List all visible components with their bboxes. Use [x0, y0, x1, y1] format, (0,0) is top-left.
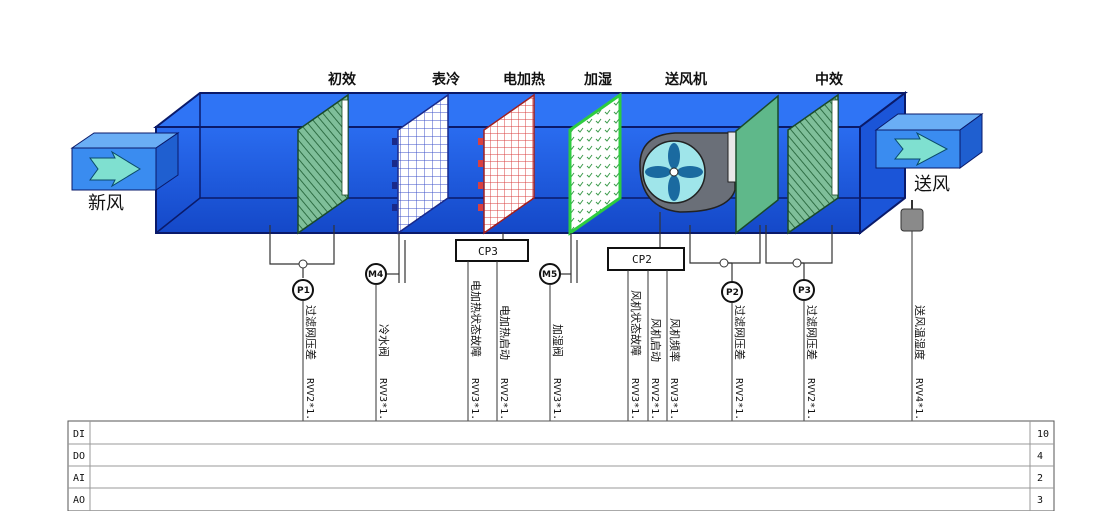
section-label-humidifier: 加湿 [583, 72, 612, 88]
io-row-type: DO [73, 451, 85, 462]
medium-filter [787, 93, 839, 235]
sensor-m5: M5 [539, 263, 561, 285]
signal-label: 过滤网压差 [304, 305, 318, 360]
sensor-m4: M4 [365, 263, 387, 285]
signal-cable: RVV2*1.0 [649, 378, 660, 426]
sensor-p1-label: P1 [297, 286, 310, 296]
signal-cable: RVV4*1.0 [913, 378, 924, 426]
supply-temp-humidity-sensor [900, 208, 924, 232]
sensor-m4-label: M4 [368, 270, 383, 280]
signal-label: 过滤网压差 [805, 305, 819, 360]
supply-air-arrow-icon [893, 131, 949, 167]
io-row-count: 3 [1037, 495, 1043, 506]
sensor-p3-label: P3 [798, 286, 811, 296]
sensor-p3: P3 [793, 279, 815, 301]
signal-label: 电加热状态故障 [469, 280, 483, 357]
signal-label: 过滤网压差 [733, 305, 747, 360]
fresh-air-arrow-icon [89, 150, 141, 188]
section-label-electric-heat: 电加热 [503, 71, 545, 88]
signal-label: 加湿阀 [551, 324, 565, 357]
controller-cp3: CP3 [455, 239, 529, 262]
humidifier [568, 92, 622, 236]
signal-cable: RVV2*1.0 [304, 378, 315, 426]
supply-fan [639, 131, 764, 213]
section-label-supply-fan: 送风机 [664, 71, 707, 88]
signal-cable: RVV2*1.0 [733, 378, 744, 426]
signal-label: 风机启动 [649, 318, 663, 362]
signal-label: 送风温湿度 [913, 305, 927, 360]
controller-cp3-label: CP3 [478, 245, 498, 258]
io-row-type: DI [73, 429, 85, 440]
signal-label: 风机状态故障 [629, 290, 643, 356]
sensor-p1: P1 [292, 279, 314, 301]
primary-filter [297, 93, 349, 235]
supply-air-label: 送风 [914, 174, 950, 195]
fan-outlet-panel [735, 94, 779, 235]
fresh-air-label: 新风 [88, 193, 124, 214]
signal-cable: RVV3*1.0 [469, 378, 480, 426]
sensor-p2-label: P2 [726, 288, 739, 298]
signal-label: 冷水阀 [377, 324, 391, 357]
sensor-m5-label: M5 [542, 270, 557, 280]
io-row-count: 4 [1037, 451, 1043, 462]
signal-cable: RVV3*1.0 [551, 378, 562, 426]
sensor-p2: P2 [721, 281, 743, 303]
signal-cable: RVV3*1.0 [629, 378, 640, 426]
section-label-medium-filter: 中效 [815, 71, 844, 88]
section-label-cooling-coil: 表冷 [431, 71, 460, 88]
electric-heater [478, 93, 535, 235]
io-row-type: AO [73, 495, 85, 506]
signal-cable: RVV3*1.0 [668, 378, 679, 426]
controller-cp2-label: CP2 [632, 253, 652, 266]
io-row-type: AI [73, 473, 85, 484]
signal-label: 电加热启动 [498, 305, 511, 360]
fresh-air-inlet [70, 132, 180, 191]
io-row-count: 10 [1037, 429, 1049, 440]
cooling-coil [392, 93, 449, 235]
signal-label: 风机频率 [668, 318, 682, 362]
signal-cable: RVV3*1.0 [377, 378, 388, 426]
signal-cable: RVV2*1.0 [805, 378, 816, 426]
controller-cp2: CP2 [607, 247, 685, 271]
io-row-count: 2 [1037, 473, 1043, 484]
section-label-primary-filter: 初效 [328, 71, 357, 88]
signal-cable: RVV2*1.0 [498, 378, 509, 426]
supply-air-outlet [874, 113, 984, 169]
